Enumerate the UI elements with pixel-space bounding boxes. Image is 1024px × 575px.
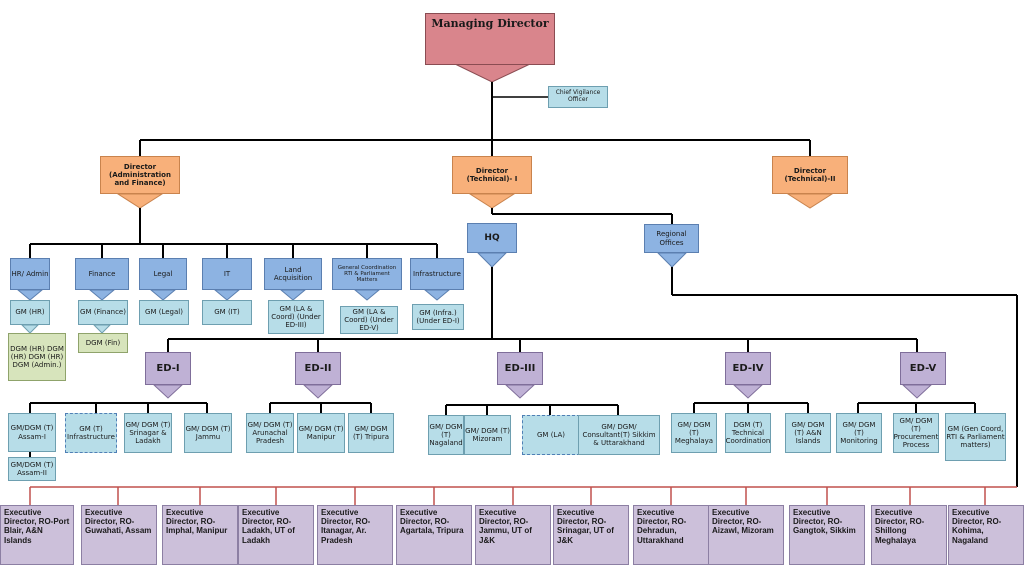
ed3-unit-sikkim-uttarakhand: GM/ DGM/ Consultant(T) Sikkim & Uttarakh… [578,415,660,455]
ed4-unit-meghalaya: GM/ DGM (T) Meghalaya [671,413,717,453]
gm-finance: GM (Finance) [78,300,128,325]
ed3-unit-gm-la: GM (LA) [522,415,580,455]
ed5-unit-monitoring: GM/ DGM (T) Monitoring [836,413,882,453]
ed-5-box: ED-V [900,352,946,385]
ro-dehradun: Executive Director, RO-Dehradun, Uttarak… [633,505,709,565]
ed4-unit-an-islands: GM/ DGM (T) A&N Islands [785,413,831,453]
ro-ladakh: Executive Director, RO-Ladakh, UT of Lad… [238,505,314,565]
managing-director-box: Managing Director [425,13,555,65]
ed1-unit-assam-2: GM/DGM (T) Assam-II [8,457,56,481]
ed-2-box: ED-II [295,352,341,385]
ro-gangtok: Executive Director, RO-Gangtok, Sikkim [789,505,865,565]
chief-vigilance-officer-box: Chief Vigilance Officer [548,86,608,108]
ro-port-blair: Executive Director, RO-Port Blair, A&N I… [0,505,74,565]
ro-kohima: Executive Director, RO-Kohima, Nagaland [948,505,1024,565]
dept-finance: Finance [75,258,129,290]
ed-3-box: ED-III [497,352,543,385]
dgm-hr-admin-box: DGM (HR) DGM (HR) DGM (HR) DGM (Admin.) [8,333,66,381]
ed5-unit-gen-coord: GM (Gen Coord, RTI & Parliament matters) [945,413,1006,461]
ed2-unit-manipur: GM/ DGM (T) Manipur [297,413,345,453]
dept-infrastructure: Infrastructure [410,258,464,290]
dept-it: IT [202,258,252,290]
gm-hr: GM (HR) [10,300,50,325]
ed2-unit-tripura: GM/ DGM (T) Tripura [348,413,394,453]
ed-4-box: ED-IV [725,352,771,385]
ed1-unit-infrastructure: GM (T) Infrastructure [65,413,117,453]
ro-imphal: Executive Director, RO-Imphal, Manipur [162,505,238,565]
regional-offices-box: Regional Offices [644,224,699,253]
ed1-unit-assam-1: GM/DGM (T) Assam-I [8,413,56,452]
gm-la-coord-ed3: GM (LA & Coord) (Under ED-III) [268,300,324,334]
director-admin-finance-box: Director (Administration and Finance) [100,156,180,194]
ro-aizawl: Executive Director, RO-Aizawl, Mizoram [708,505,784,565]
ed2-unit-arunachal: GM/ DGM (T) Arunachal Pradesh [246,413,294,453]
ed-1-box: ED-I [145,352,191,385]
ro-agartala: Executive Director, RO-Agartala, Tripura [396,505,472,565]
dept-hr-admin: HR/ Admin [10,258,50,290]
ed4-unit-technical-coordination: DGM (T) Technical Coordination [725,413,771,453]
md-arrow [454,63,531,83]
gm-la-coord-ed5: GM (LA & Coord) (Under ED-V) [340,306,398,334]
ro-guwahati: Executive Director, RO-Guwahati, Assam [81,505,157,565]
gm-legal: GM (Legal) [139,300,189,325]
ed3-unit-nagaland: GM/ DGM (T) Nagaland [428,415,464,455]
ro-shillong: Executive Director, RO-Shillong Meghalay… [871,505,947,565]
ed1-unit-jammu: GM/ DGM (T) Jammu [184,413,232,453]
dgm-fin-box: DGM (Fin) [78,333,128,353]
ed5-unit-procurement: GM/ DGM (T) Procurement Process [893,413,939,453]
director-technical-1-box: Director (Technical)- I [452,156,532,194]
ed1-unit-srinagar-ladakh: GM/ DGM (T) Srinagar & Ladakh [124,413,172,453]
hq-box: HQ [467,223,517,253]
ro-itanagar: Executive Director, RO-Itanagar, Ar. Pra… [317,505,393,565]
dept-land-acquisition: Land Acquisition [264,258,322,290]
gm-it: GM (IT) [202,300,252,325]
ro-jammu: Executive Director, RO-Jammu, UT of J&K [475,505,551,565]
gm-infra-ed1: GM (Infra.) (Under ED-I) [412,304,464,330]
director-technical-2-box: Director (Technical)-II [772,156,848,194]
ed3-unit-mizoram: GM/ DGM (T) Mizoram [464,415,511,455]
dept-legal: Legal [139,258,187,290]
ro-srinagar: Executive Director, RO-Srinagar, UT of J… [553,505,629,565]
dept-general-coordination: General Coordination RTI & Parliament Ma… [332,258,402,290]
